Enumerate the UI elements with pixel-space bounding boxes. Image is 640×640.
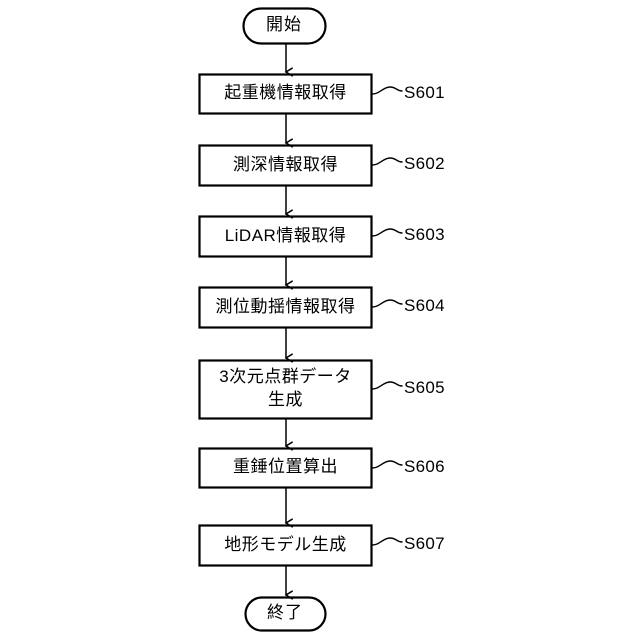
step-leader-lines: [371, 86, 403, 546]
end-terminal-shape: [244, 596, 327, 632]
process-box-s604: [198, 286, 373, 329]
process-box-s603: [198, 215, 373, 258]
process-box-s607: [198, 524, 373, 567]
step-tag-s605: S605: [404, 378, 445, 397]
step-tag-s603: S603: [404, 225, 445, 244]
process-box-s601: [198, 73, 373, 115]
leader-line-s606: [371, 460, 403, 469]
process-box-s602: [198, 144, 373, 187]
leader-line-s602: [371, 157, 403, 166]
flow-shapes: [198, 7, 373, 632]
step-tag-s604: S604: [404, 296, 445, 315]
leader-line-s601: [371, 86, 403, 95]
step-tag-s602: S602: [404, 154, 445, 173]
process-box-s605: [198, 359, 373, 420]
process-box-s606: [198, 447, 373, 489]
step-tag-s606: S606: [404, 457, 445, 476]
step-tag-s601: S601: [404, 83, 445, 102]
leader-line-s604: [371, 299, 403, 308]
start-terminal-shape: [242, 7, 327, 45]
step-tag-s607: S607: [404, 534, 445, 553]
leader-line-s603: [371, 228, 403, 237]
leader-line-s607: [371, 537, 403, 546]
leader-line-s605: [371, 381, 403, 390]
